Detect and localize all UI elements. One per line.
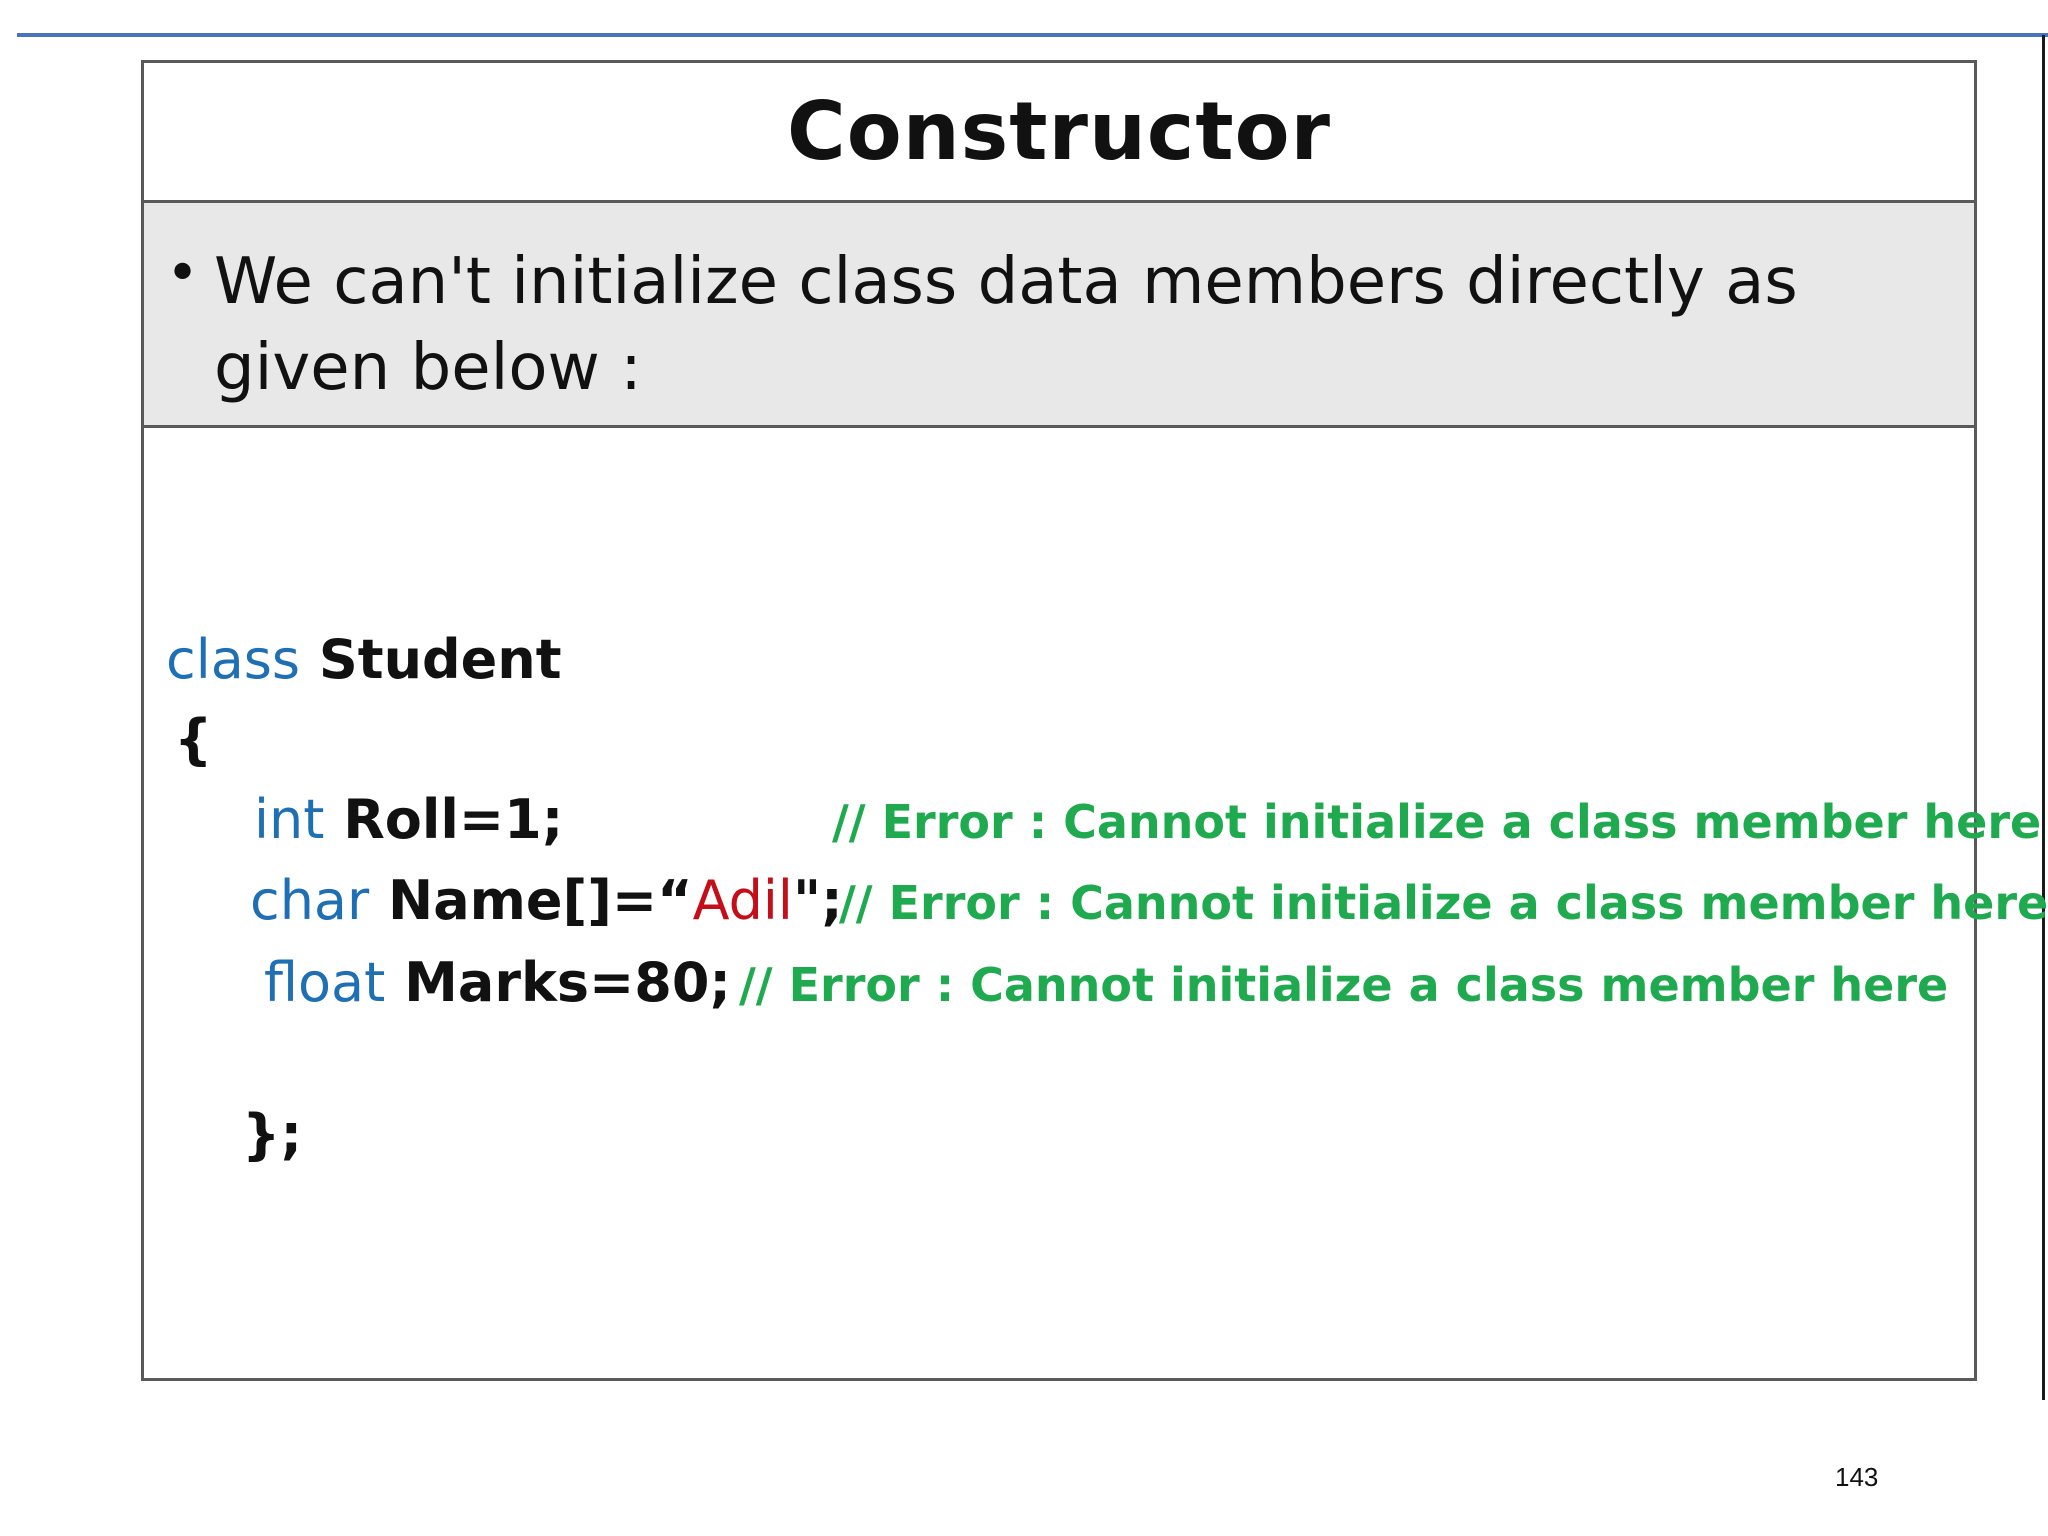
keyword-int: int	[254, 788, 325, 851]
keyword-char: char	[250, 869, 370, 932]
comment-float: // Error : Cannot initialize a class mem…	[739, 958, 1949, 1012]
code-line-float: float Marks=80;	[264, 951, 731, 1015]
bullet-band: • We can't initialize class data members…	[144, 203, 1974, 428]
page-number: 143	[1835, 1462, 1879, 1492]
top-rule	[17, 33, 2048, 37]
right-edge-line	[2042, 35, 2045, 1400]
bullet-text: We can't initialize class data members d…	[214, 239, 1914, 411]
open-brace: {	[174, 708, 213, 771]
slide-title: Constructor	[787, 85, 1331, 178]
title-bar: Constructor	[144, 63, 1974, 203]
keyword-class: class	[166, 628, 301, 691]
code-class-line: class Student	[166, 628, 562, 692]
close-brace: };	[242, 1103, 303, 1166]
comment-int: // Error : Cannot initialize a class mem…	[832, 795, 2042, 849]
bullet-text-line-1: We can't initialize class data members d…	[214, 245, 1798, 319]
code-line-char-before: Name[]=“	[388, 869, 693, 932]
code-line-float-rest: Marks=80;	[404, 951, 731, 1014]
code-line-int-rest: Roll=1;	[343, 788, 564, 851]
comment-char: // Error : Cannot initialize a class mem…	[839, 876, 2048, 930]
code-line-char-after: ";	[792, 869, 843, 932]
code-line-int: int Roll=1;	[254, 788, 563, 852]
code-line-char: char Name[]=“Adil";	[250, 869, 843, 933]
class-name: Student	[318, 628, 562, 691]
bullet-text-line-2: given below :	[214, 331, 642, 405]
keyword-float: float	[264, 951, 386, 1014]
slide-frame: Constructor • We can't initialize class …	[141, 60, 2048, 1381]
code-block: class Student { int Roll=1; // Error : C…	[144, 428, 2048, 1378]
string-literal: Adil	[692, 869, 793, 932]
bullet-icon: •	[166, 241, 200, 306]
